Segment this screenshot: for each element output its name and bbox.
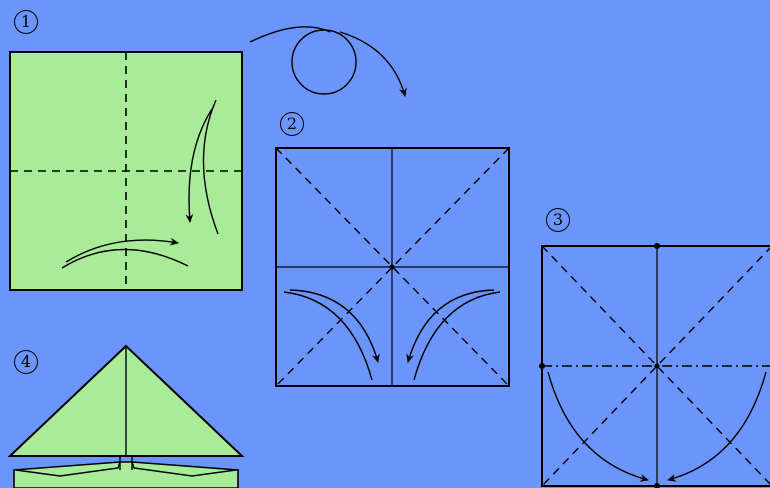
step-3-bottom-dot (654, 483, 660, 488)
step-3-left-dot (539, 363, 545, 369)
step-1-number: 1 (14, 10, 38, 34)
step-2-arrow-right (408, 290, 494, 362)
step-3-diagram (539, 243, 770, 488)
step-4-diagram (10, 346, 242, 488)
step-2-arrow-left (290, 290, 378, 362)
turnover-arrow (250, 27, 405, 96)
step-3-center-dot (655, 364, 660, 369)
step-2-number: 2 (280, 112, 304, 136)
step-4-number: 4 (14, 350, 38, 374)
step-1-diagram (10, 52, 242, 290)
step-2-arrow-left-tail (284, 292, 372, 380)
step-2-center-dot (390, 265, 395, 270)
step-2-arrow-right-tail (414, 292, 500, 380)
step-3-number: 3 (546, 208, 570, 232)
step-2-diagram (276, 148, 509, 386)
step-3-top-dot (654, 243, 660, 249)
step-3-arrow-right (668, 372, 766, 480)
